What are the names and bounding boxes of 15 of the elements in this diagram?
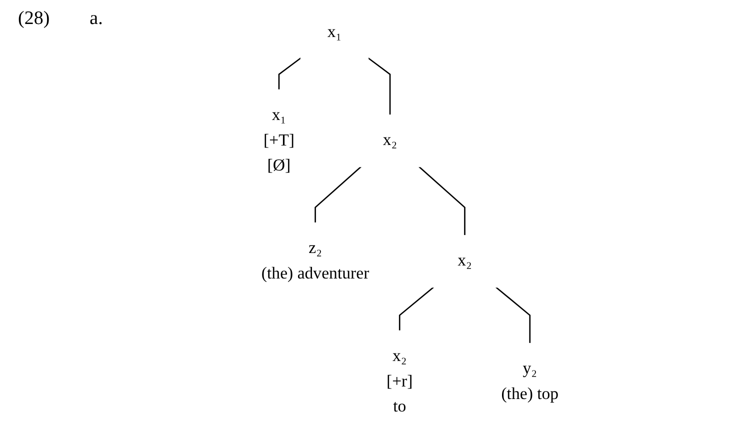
node-text: x₂: [458, 251, 472, 270]
connector: [314, 166, 362, 223]
node-text: y₂ (the) top: [501, 359, 559, 404]
node-text: z₂ (the) adventurer: [261, 238, 370, 283]
node-text: x₁: [327, 22, 342, 42]
connector: [398, 286, 434, 331]
connector: [496, 286, 531, 344]
connector: [418, 166, 466, 236]
connector: [278, 57, 302, 90]
connector: [368, 57, 391, 115]
node-text: x₁ [+T] [Ø]: [264, 106, 294, 175]
example-label: (28): [18, 8, 50, 29]
node-text: x₂: [382, 130, 398, 150]
example-label: a.: [90, 8, 103, 29]
node-text: x₂ [+r] to: [386, 346, 413, 416]
